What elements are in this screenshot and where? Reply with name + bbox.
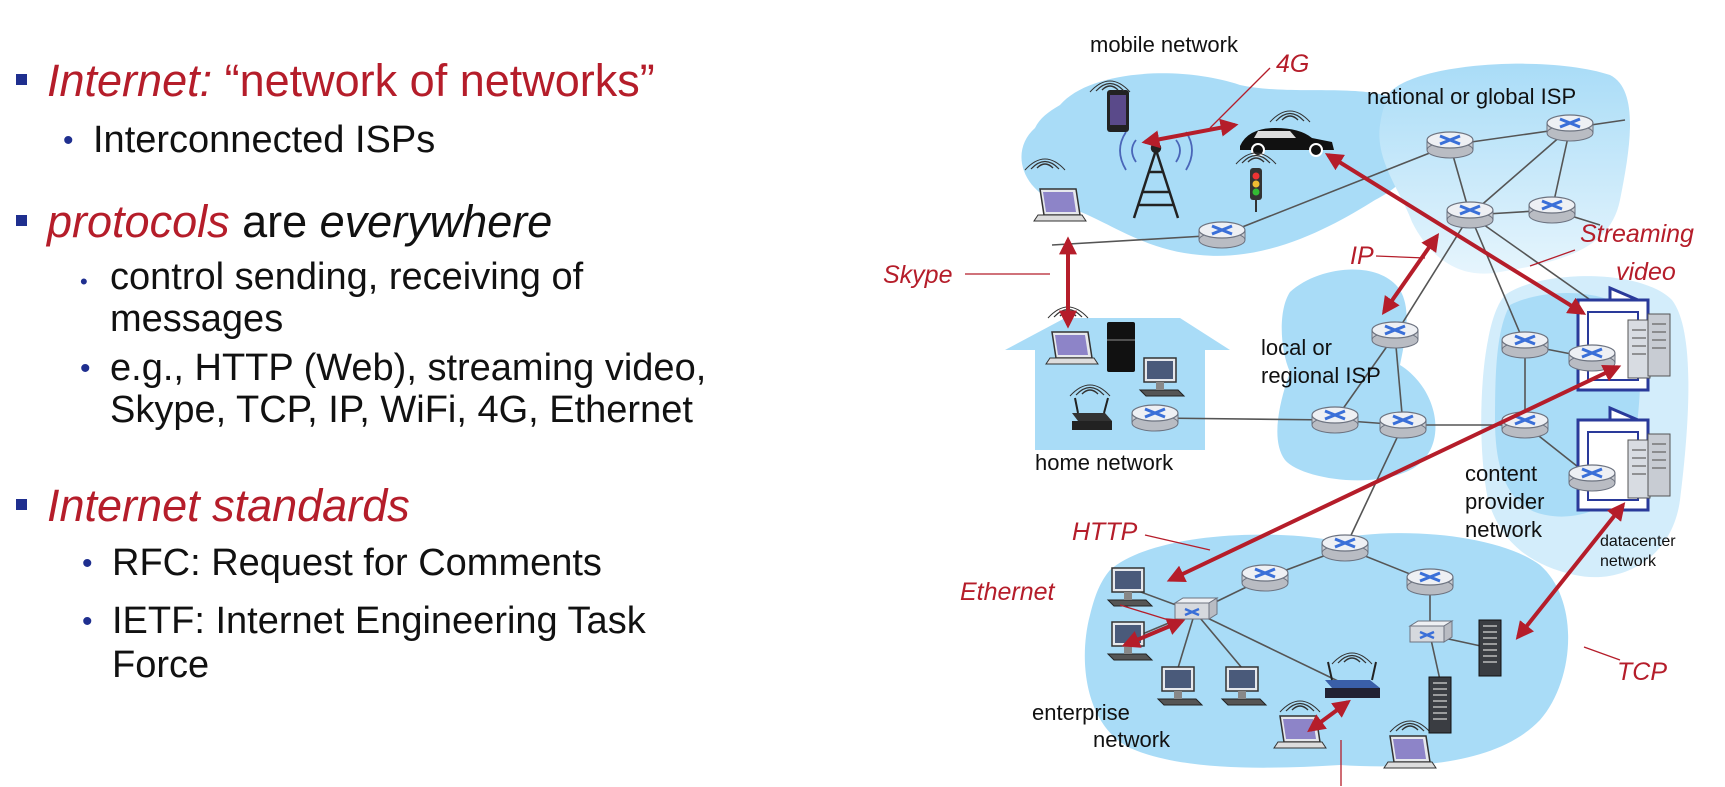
bullet-square-icon [16, 214, 27, 226]
protocol-streaming-label-line2: video [1616, 258, 1676, 286]
regional-isp-label-line2: regional ISP [1261, 363, 1381, 388]
server-rack-icon [1428, 676, 1452, 734]
wifi-router-icon [1072, 397, 1112, 430]
content-provider-label-line3: network [1465, 517, 1543, 542]
sub-bullet-isps: •Interconnected ISPs [63, 119, 436, 161]
global-isp-router-icon [1545, 113, 1595, 143]
bullet-dot-icon: • [82, 547, 93, 580]
protocol-skype-label: Skype [883, 261, 952, 289]
regional-isp-router-icon [1310, 405, 1360, 435]
regional-isp-label-line1: local or [1261, 335, 1332, 360]
label-leader-lines [965, 67, 1621, 786]
sub-bullet-ietf: •IETF: Internet Engineering Task [82, 600, 646, 642]
home-network-label: home network [1035, 450, 1174, 475]
content-provider-label-line2: provider [1465, 489, 1544, 514]
bullet-standards: Internet standards [16, 480, 410, 532]
protocol-http-label: HTTP [1072, 518, 1138, 546]
sub-bullet-rfc: •RFC: Request for Comments [82, 542, 602, 584]
sub-bullet-examples-cont: Skype, TCP, IP, WiFi, 4G, Ethernet [110, 389, 693, 431]
bullet-list: Internet: “network of networks” •Interco… [16, 55, 707, 686]
bullet-square-icon [16, 498, 27, 510]
enterprise-network-label-line2: network [1093, 727, 1171, 752]
datacenter-label-line2: network [1600, 553, 1657, 570]
sub-bullet-examples: •e.g., HTTP (Web), streaming video, [80, 347, 707, 389]
enterprise-network-label-line1: enterprise [1032, 700, 1130, 725]
protocol-ip-label: IP [1350, 242, 1374, 270]
bullet-dot-icon: • [80, 269, 88, 294]
enterprise-router-icon [1320, 533, 1370, 563]
enterprise-router-icon [1405, 567, 1455, 597]
bullet-dot-icon: • [80, 352, 91, 385]
fridge-icon [1107, 322, 1135, 372]
content-router-icon [1500, 410, 1550, 440]
global-isp-router-icon [1445, 200, 1495, 230]
global-isp-router-icon [1425, 130, 1475, 160]
datacenter-router-icon [1567, 343, 1617, 373]
enterprise-router-icon [1240, 563, 1290, 593]
datacenter-router-icon [1567, 463, 1617, 493]
bullet-dot-icon: • [82, 605, 93, 638]
enterprise-wifi-router-icon [1325, 661, 1380, 698]
sub-bullet-ietf-cont: Force [112, 644, 210, 686]
protocol-4g-label: 4G [1276, 50, 1309, 78]
mobile-router-icon [1197, 220, 1247, 250]
datacenter-label-line1: datacenter [1600, 533, 1676, 550]
ethernet-switch-icon [1408, 619, 1454, 644]
sub-bullet-control: •control sending, receiving of [80, 255, 583, 300]
bullet-dot-icon: • [63, 124, 74, 157]
bullet-internet: Internet: “network of networks” [16, 55, 655, 107]
global-isp-router-icon [1527, 195, 1577, 225]
regional-isp-router-icon [1378, 410, 1428, 440]
regional-isp-router-icon [1370, 320, 1420, 350]
content-router-icon [1500, 330, 1550, 360]
sub-bullet-control-cont: messages [110, 298, 284, 340]
protocol-arrows [1059, 118, 1626, 733]
ethernet-switch-icon [1173, 596, 1219, 621]
protocol-ethernet-label: Ethernet [960, 578, 1056, 606]
traffic-light-icon [1250, 168, 1262, 212]
mobile-network-label: mobile network [1090, 32, 1239, 57]
global-isp-label: national or global ISP [1367, 84, 1576, 109]
bullet-protocols: protocols are everywhere [16, 196, 552, 248]
protocol-tcp-label: TCP [1617, 658, 1667, 686]
home-router-icon [1130, 403, 1180, 433]
bullet-square-icon [16, 73, 27, 85]
protocol-streaming-label-line1: Streaming [1580, 220, 1694, 248]
car-icon [1240, 128, 1334, 157]
content-provider-label-line1: content [1465, 461, 1537, 486]
server-rack-icon [1478, 619, 1502, 677]
smartphone-icon [1107, 90, 1129, 132]
